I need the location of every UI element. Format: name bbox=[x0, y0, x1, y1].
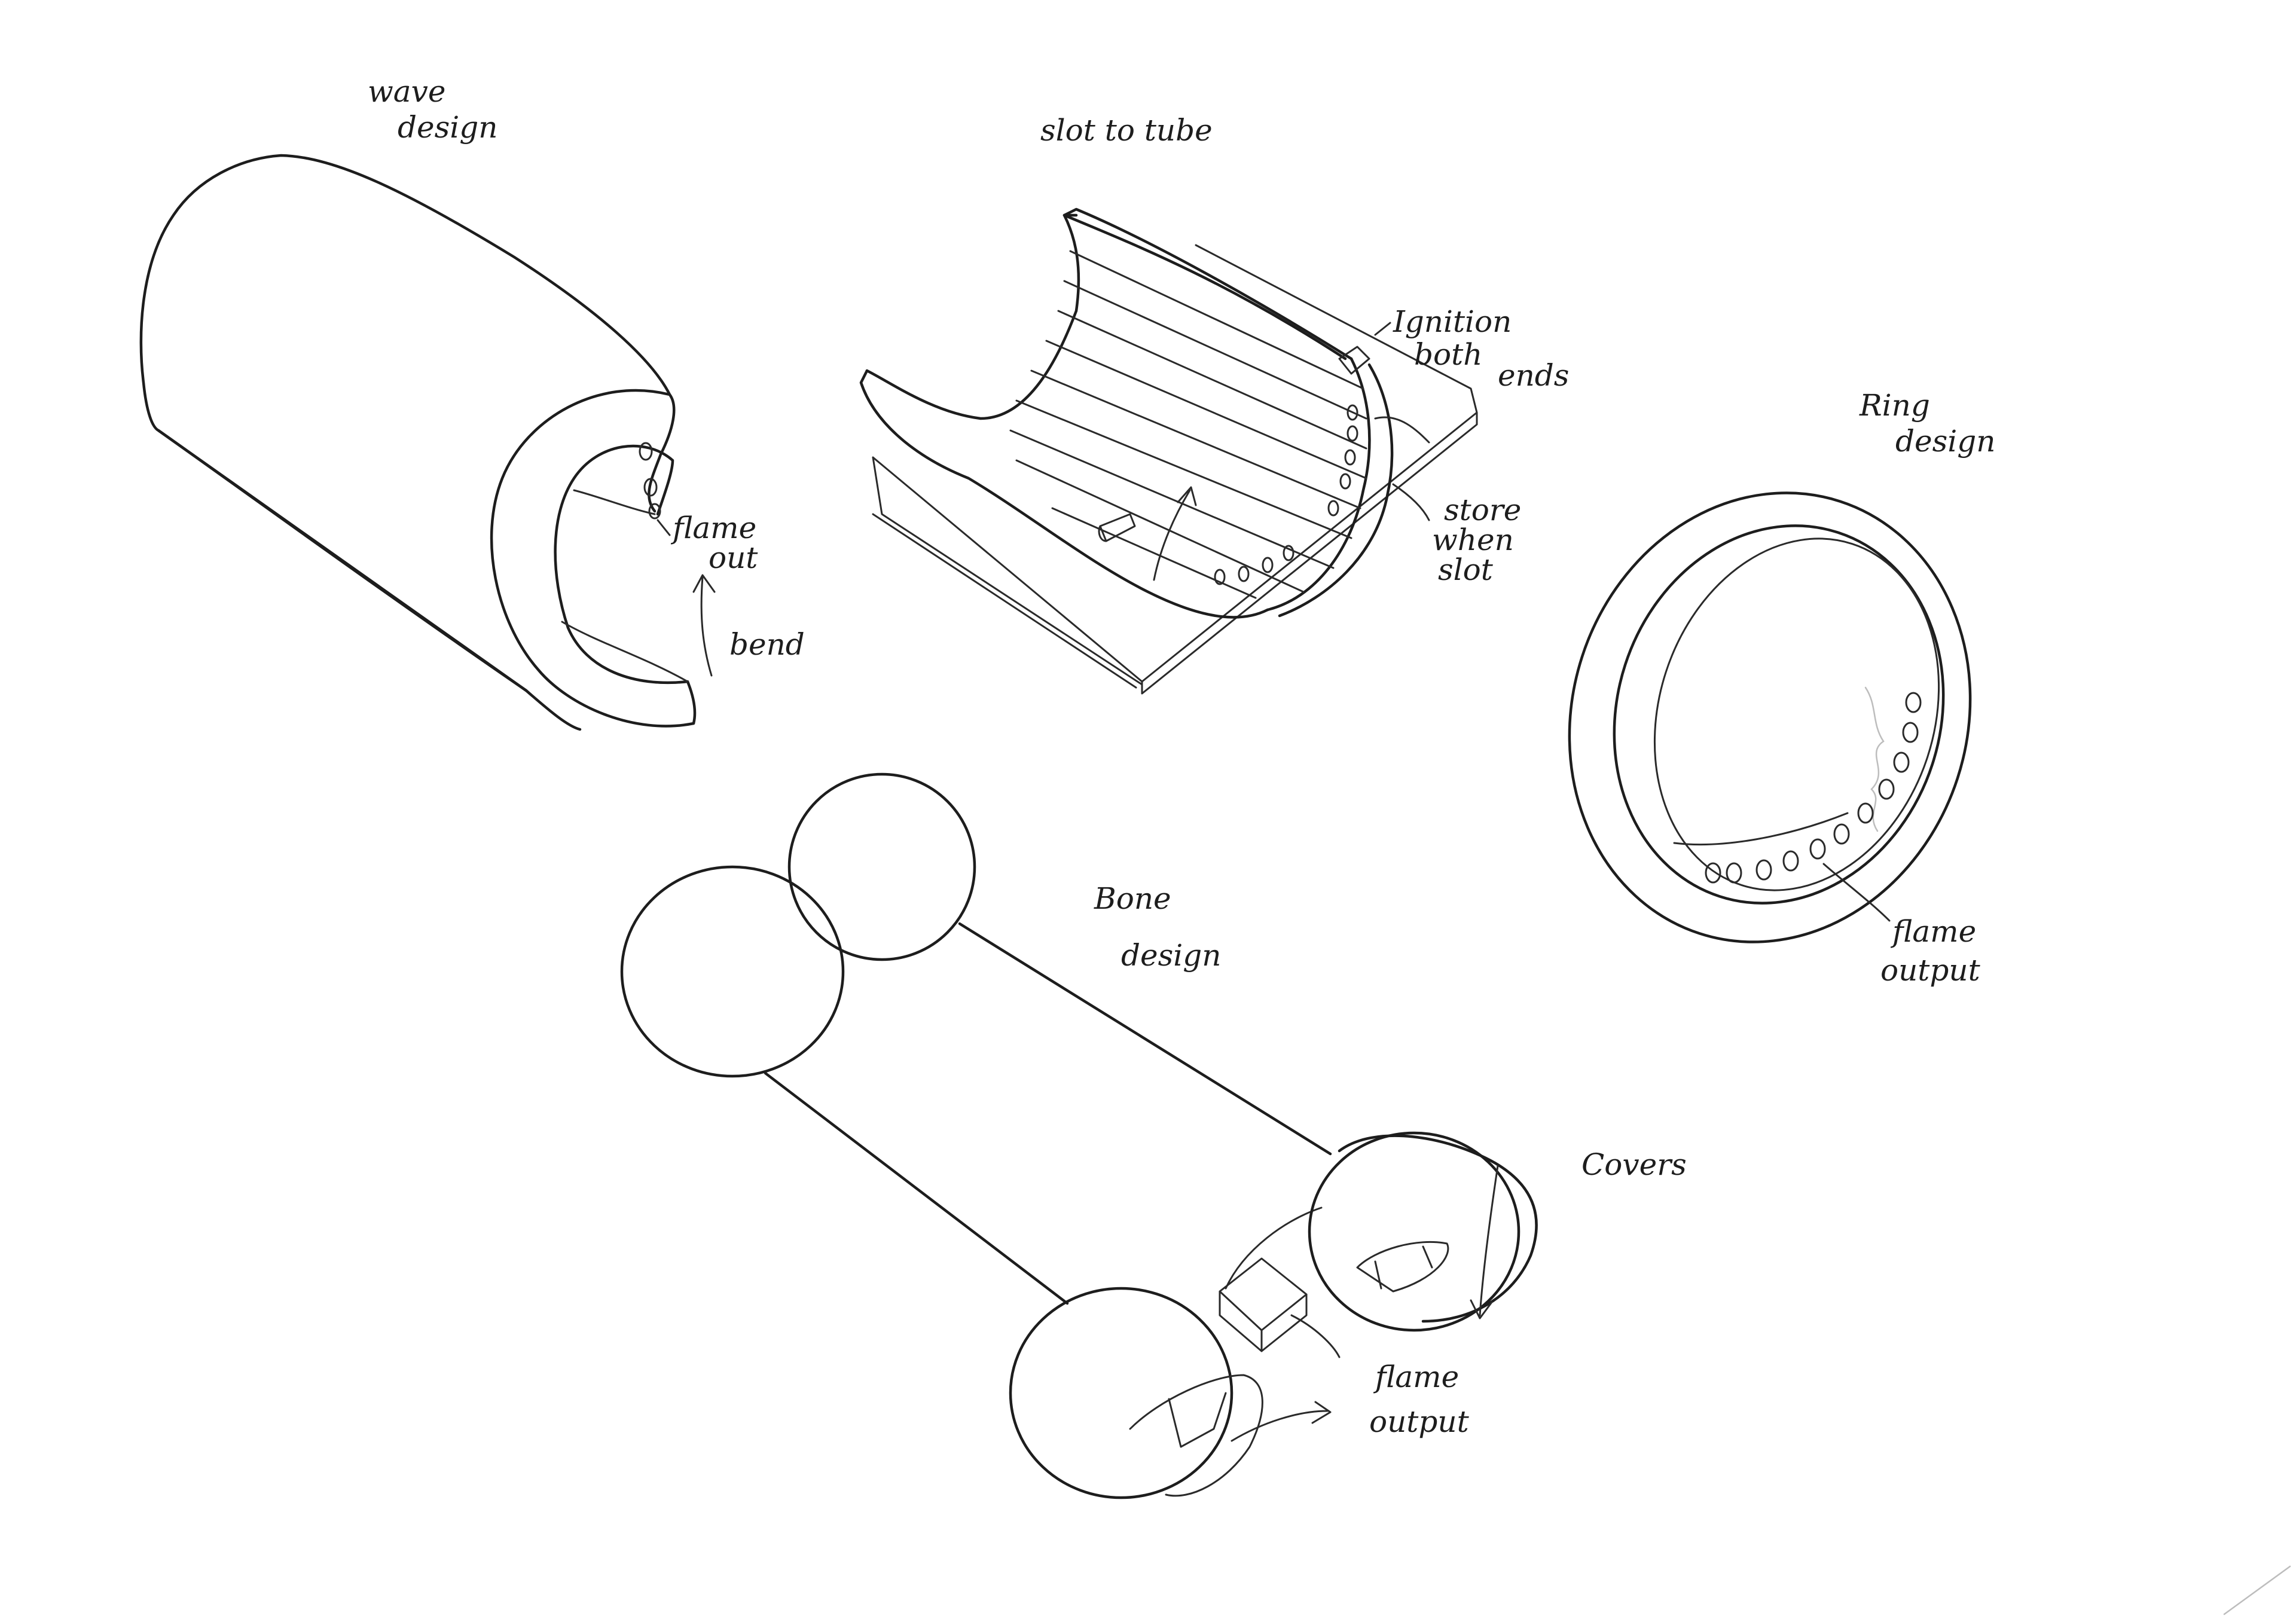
ring-title: design bbox=[1895, 424, 1995, 459]
slot-store-label: slot bbox=[1438, 552, 1494, 587]
bone-flame-label: flame bbox=[1373, 1360, 1459, 1394]
ring-inner-edge bbox=[1613, 524, 1945, 905]
wave-title: wave bbox=[368, 74, 445, 109]
wave-bend-label: bend bbox=[729, 627, 805, 662]
wave-flame-hole bbox=[648, 503, 661, 520]
ring-inner-rim bbox=[1653, 537, 1940, 891]
slot-store-label: store bbox=[1444, 493, 1521, 527]
bone-knob-top-back bbox=[787, 772, 976, 961]
slot-slat-line bbox=[1009, 429, 1335, 569]
slot-flame-hole bbox=[1344, 449, 1356, 466]
slot-ignition-label: Ignition bbox=[1393, 304, 1512, 339]
ring-flame-hole bbox=[1705, 862, 1721, 884]
slot-slat-line bbox=[1063, 280, 1367, 420]
wave-end-outer bbox=[490, 389, 695, 728]
ring-flame-hole bbox=[1809, 838, 1826, 860]
bone-knob-right bbox=[1308, 1131, 1521, 1332]
page-corner-mark bbox=[2223, 1565, 2291, 1615]
wave-design-sketch: wave design flame out bend bbox=[139, 74, 805, 731]
slot-shell-outer bbox=[859, 369, 1269, 619]
ring-flame-hole bbox=[1833, 823, 1850, 845]
ring-flame-hole bbox=[1782, 850, 1799, 872]
slot-to-tube-sketch: slot to tube bbox=[859, 113, 1569, 695]
ring-flame-hole bbox=[1902, 722, 1919, 743]
bone-cover-open bbox=[1129, 1374, 1263, 1497]
slot-shell-left bbox=[865, 213, 1080, 420]
ring-flame-hole bbox=[1755, 859, 1772, 881]
bone-knob-bottom bbox=[1009, 1287, 1234, 1499]
ring-flame-label: output bbox=[1880, 953, 1981, 988]
wave-end-inner bbox=[554, 444, 697, 725]
slot-flame-hole bbox=[1339, 473, 1351, 490]
wave-flame-hole bbox=[639, 442, 653, 461]
bone-knob-top-front bbox=[620, 865, 845, 1078]
slot-flame-hole bbox=[1283, 545, 1294, 561]
slot-title: slot to tube bbox=[1040, 113, 1213, 148]
bone-flame-label: output bbox=[1369, 1404, 1470, 1439]
ring-flame-hole bbox=[1905, 692, 1922, 713]
slot-store-label: when bbox=[1432, 523, 1514, 557]
slot-ignition-post bbox=[1098, 513, 1136, 542]
wave-arrow-flame bbox=[657, 519, 671, 536]
slot-slat-line bbox=[1015, 459, 1305, 593]
slot-slat-line bbox=[1015, 399, 1352, 539]
wave-cylinder-body bbox=[139, 154, 671, 692]
ring-flame-hole bbox=[1893, 752, 1910, 773]
bone-covers-arrow bbox=[1470, 1165, 1499, 1319]
bone-bar-edge-bottom bbox=[764, 1071, 1069, 1305]
ring-flame-hole bbox=[1726, 862, 1742, 884]
bone-covers-label: Covers bbox=[1581, 1147, 1687, 1182]
ring-flame-label: flame bbox=[1890, 914, 1976, 949]
ring-flame-hole bbox=[1857, 802, 1874, 824]
bone-title: Bone bbox=[1094, 881, 1171, 916]
slot-ignition-label: both bbox=[1414, 337, 1482, 372]
bone-bar-edge-top bbox=[958, 922, 1332, 1156]
slot-flame-hole bbox=[1327, 500, 1339, 517]
ring-shading bbox=[1864, 686, 1885, 832]
ring-pointer-line bbox=[1822, 863, 1891, 922]
slot-base-block bbox=[872, 244, 1478, 695]
ring-outer-edge bbox=[1568, 491, 1972, 943]
slot-flame-hole bbox=[1347, 425, 1358, 442]
wave-flame-hole bbox=[643, 478, 658, 497]
ring-design-sketch: Ring design flame output bbox=[1568, 388, 1995, 988]
wave-arrow-bend bbox=[692, 574, 716, 677]
bone-title: design bbox=[1121, 938, 1221, 973]
slot-rotate-arrow bbox=[1153, 486, 1197, 581]
bone-design-sketch: Bone design Covers flame output bbox=[620, 772, 1687, 1499]
ring-title: Ring bbox=[1859, 388, 1930, 423]
slot-slat-line bbox=[1045, 340, 1367, 479]
slot-slat-line bbox=[1069, 250, 1364, 390]
slot-flame-hole bbox=[1262, 557, 1274, 573]
slot-flame-hole bbox=[1238, 566, 1250, 582]
slot-slat-line bbox=[1057, 310, 1367, 450]
wave-flame-label: flame bbox=[670, 511, 756, 545]
slot-ignition-label: ends bbox=[1498, 358, 1569, 393]
ring-flame-hole bbox=[1878, 778, 1895, 800]
bone-cover-right bbox=[1338, 1134, 1538, 1323]
slot-flame-hole bbox=[1214, 569, 1226, 585]
slot-slat-line bbox=[1030, 369, 1361, 509]
slot-ignition-post bbox=[1338, 346, 1370, 375]
wave-title: design bbox=[398, 110, 497, 145]
slot-flame-hole bbox=[1347, 404, 1358, 421]
wave-flame-label: out bbox=[709, 540, 758, 575]
bone-connector-block bbox=[1219, 1257, 1308, 1352]
